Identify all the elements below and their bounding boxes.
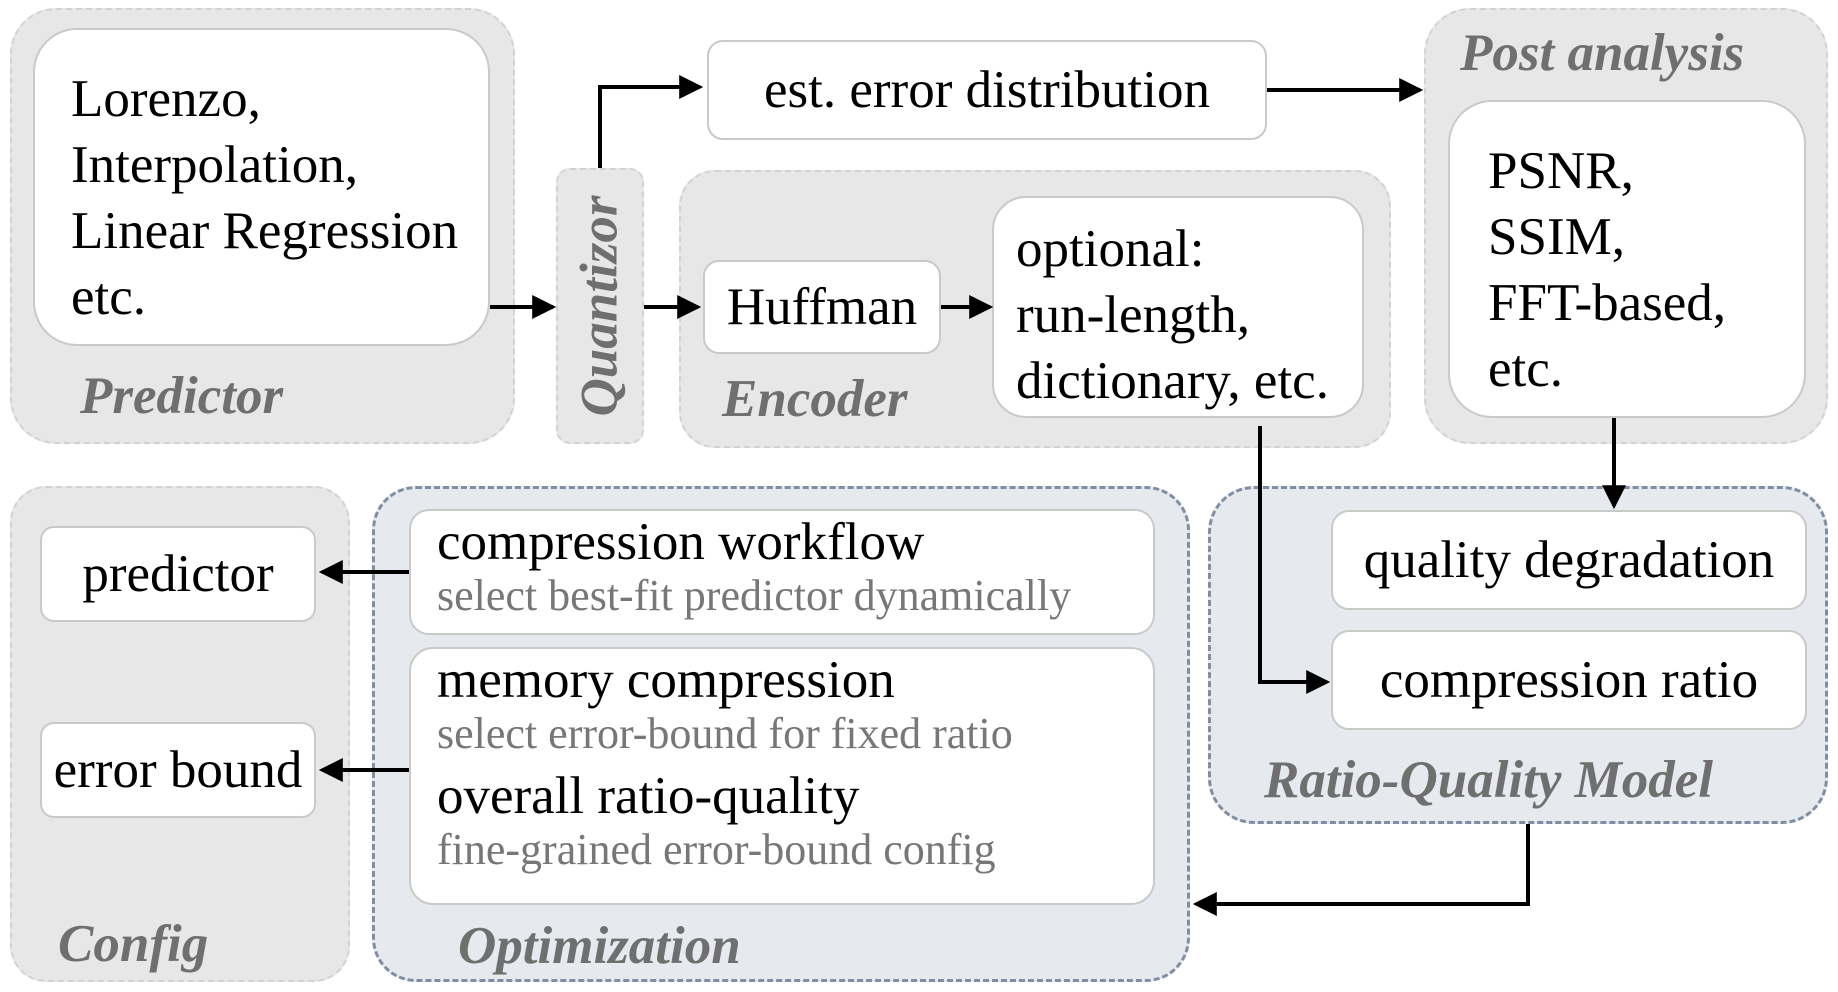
memory-compression-title: memory compression [437,651,895,709]
compression-ratio-label: compression ratio [1379,651,1759,709]
predictor-methods-box: Lorenzo, Interpolation, Linear Regressio… [33,28,490,346]
optional-encoder-line: dictionary, etc. [1016,352,1329,410]
config-predictor-label: predictor [82,545,274,603]
optimization-title: Optimization [458,917,741,975]
compression-workflow-desc: select best-fit predictor dynamically [437,571,1072,620]
config-predictor-box: predictor [40,526,316,622]
predictor-method-line: etc. [71,268,147,326]
post-analysis-metric-line: PSNR, [1488,142,1634,200]
post-analysis-title: Post analysis [1460,24,1745,82]
config-error-bound-box: error bound [40,722,316,818]
config-error-bound-label: error bound [53,741,303,799]
compression-workflow-title: compression workflow [437,513,925,571]
encoder-title: Encoder [722,370,908,428]
arrow-ratio-quality-to-optimization [1192,824,1530,916]
optional-encoders-box: optional: run-length, dictionary, etc. [992,196,1364,418]
optional-encoder-line: optional: [1016,220,1205,278]
post-analysis-metric-line: etc. [1488,340,1564,398]
huffman-label: Huffman [726,278,918,336]
post-analysis-metric-line: FFT-based, [1488,274,1727,332]
compression-workflow-box: compression workflow select best-fit pre… [409,509,1155,635]
post-analysis-metric-line: SSIM, [1488,208,1625,266]
memory-compression-desc: select error-bound for fixed ratio [437,709,1013,758]
ratio-quality-model-title: Ratio-Quality Model [1264,751,1714,809]
post-analysis-metrics-box: PSNR, SSIM, FFT-based, etc. [1448,100,1806,418]
arrow-quantizor-to-est-error [598,75,704,168]
huffman-box: Huffman [703,260,941,354]
quality-degradation-box: quality degradation [1331,510,1807,610]
optional-encoder-line: run-length, [1016,286,1251,344]
predictor-method-line: Interpolation, [71,136,358,194]
arrow-encoder-to-compression-ratio [1258,426,1331,694]
quantizor-group [556,168,644,444]
config-title: Config [58,915,209,973]
memory-ratio-quality-box: memory compression select error-bound fo… [409,647,1155,905]
compression-ratio-box: compression ratio [1331,630,1807,730]
quality-degradation-label: quality degradation [1363,531,1775,589]
est-error-distribution-label: est. error distribution [764,61,1210,119]
predictor-title: Predictor [80,367,284,425]
overall-ratio-quality-title: overall ratio-quality [437,767,860,825]
est-error-distribution-box: est. error distribution [707,40,1267,140]
overall-ratio-quality-desc: fine-grained error-bound config [437,825,996,874]
predictor-method-line: Linear Regression [71,202,459,260]
predictor-method-line: Lorenzo, [71,70,261,128]
